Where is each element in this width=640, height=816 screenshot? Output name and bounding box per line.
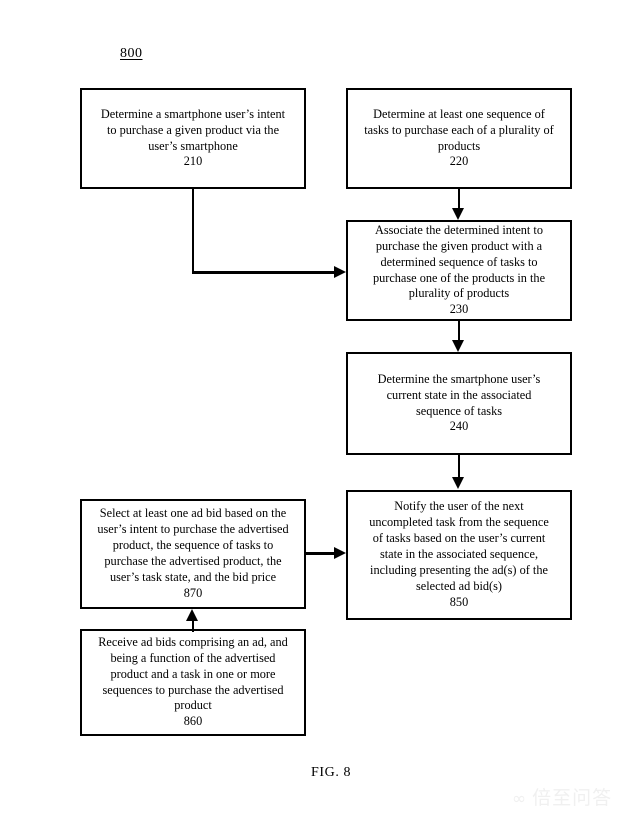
process-box-860[interactable]: Receive ad bids comprising an ad, and be… [80,629,306,736]
watermark: ∞倍至问答 [512,783,612,810]
connector-240-850-vertical [457,455,460,479]
process-box-220-text: Determine at least one sequence of tasks… [364,106,554,153]
process-box-240-text: Determine the smartphone user’s current … [377,371,541,418]
connector-860-870-vertical [191,620,194,632]
arrowhead-240-850 [452,477,465,489]
arrowhead-860-870 [186,609,199,621]
figure-caption: FIG. 8 [311,765,352,780]
arrowhead-210-230 [334,266,346,278]
watermark-text: 倍至问答 [532,787,613,809]
arrowhead-870-850 [334,547,346,559]
diagram-reference-number: 800 [120,46,143,61]
process-box-870-ref: 870 [183,585,203,600]
connector-210-230-vertical [191,189,194,273]
arrowhead-230-240 [452,340,465,352]
process-box-240-ref: 240 [449,419,469,434]
watermark-logo-icon: ∞ [512,789,528,809]
process-box-220-ref: 220 [449,154,469,169]
process-box-210-ref: 210 [183,154,203,169]
process-box-850-ref: 850 [449,594,469,609]
arrowhead-220-230 [452,208,465,220]
process-box-220[interactable]: Determine at least one sequence of tasks… [346,88,572,189]
process-box-210-text: Determine a smartphone user’s intent to … [100,106,286,153]
process-box-870-text: Select at least one ad bid based on the … [97,506,289,584]
process-box-850-text: Notify the user of the next uncompleted … [369,499,549,593]
process-box-240[interactable]: Determine the smartphone user’s current … [346,352,572,455]
process-box-870[interactable]: Select at least one ad bid based on the … [80,499,306,609]
connector-220-230-vertical [457,189,460,210]
process-box-860-text: Receive ad bids comprising an ad, and be… [98,634,288,713]
process-box-230-ref: 230 [449,302,469,317]
connector-230-240-vertical [457,321,460,342]
connector-210-230-horizontal [191,271,336,274]
process-box-850[interactable]: Notify the user of the next uncompleted … [346,490,572,620]
process-box-860-ref: 860 [183,714,203,729]
process-box-230[interactable]: Associate the determined intent to purch… [346,220,572,321]
process-box-230-text: Associate the determined intent to purch… [372,222,546,301]
process-box-210[interactable]: Determine a smartphone user’s intent to … [80,88,306,189]
connector-870-850-horizontal [306,552,336,555]
